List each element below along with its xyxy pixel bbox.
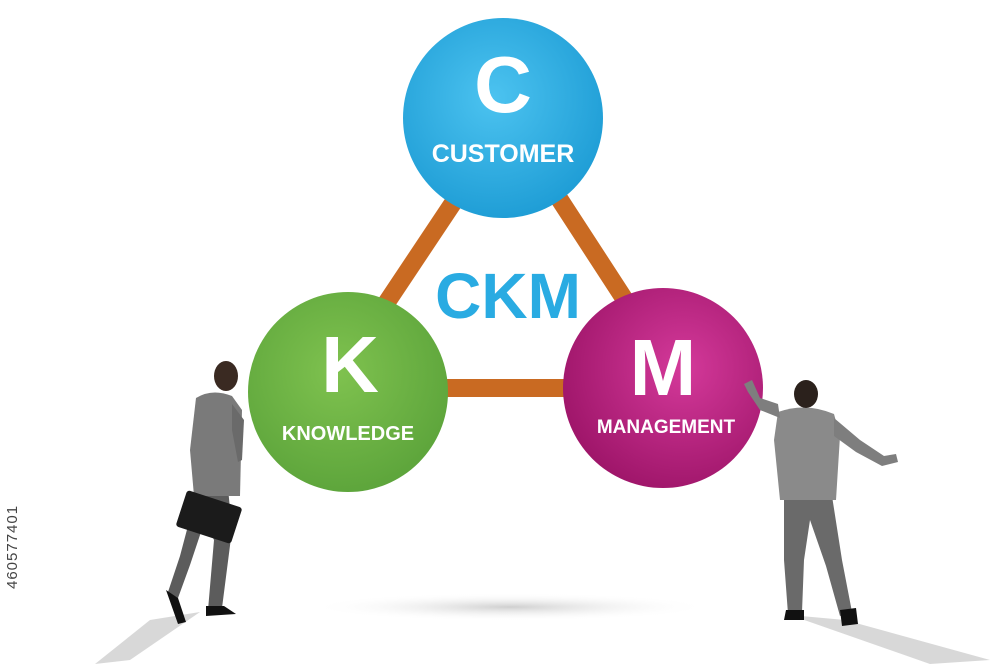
right-figure-jacket <box>774 407 840 500</box>
edge-customer-knowledge <box>376 191 464 314</box>
management-word: MANAGEMENT <box>597 417 736 438</box>
right-figure-head <box>794 380 818 408</box>
customer-letter: C <box>474 40 532 129</box>
left-figure-jacket <box>190 392 242 496</box>
customer-circle <box>403 18 603 218</box>
right-figure-shadow <box>790 615 990 664</box>
right-figure-shoes <box>784 608 858 626</box>
right-figure-left-arm <box>744 380 780 418</box>
node-management: M MANAGEMENT <box>563 288 763 488</box>
businessman-right-figure <box>744 380 898 626</box>
briefcase-icon <box>176 490 242 544</box>
left-figure-shadow <box>95 612 200 664</box>
customer-word: CUSTOMER <box>432 140 575 168</box>
right-figure-legs <box>784 496 852 616</box>
management-circle <box>563 288 763 488</box>
left-figure-head <box>214 361 238 391</box>
edge-customer-management <box>551 191 634 309</box>
left-figure-shoes <box>166 590 236 624</box>
knowledge-word: KNOWLEDGE <box>282 423 414 445</box>
knowledge-letter: K <box>321 320 379 409</box>
left-figure-arm <box>232 404 244 462</box>
businessman-left-figure <box>166 361 244 624</box>
right-figure-right-arm <box>834 418 898 466</box>
floor-shadow <box>310 593 710 621</box>
node-knowledge: K KNOWLEDGE <box>248 292 448 492</box>
knowledge-circle <box>248 292 448 492</box>
node-customer: C CUSTOMER <box>403 18 603 218</box>
management-letter: M <box>630 323 697 412</box>
connectors <box>376 191 634 397</box>
center-label: CKM <box>435 260 581 332</box>
stock-id-label: 460577401 <box>4 504 21 590</box>
